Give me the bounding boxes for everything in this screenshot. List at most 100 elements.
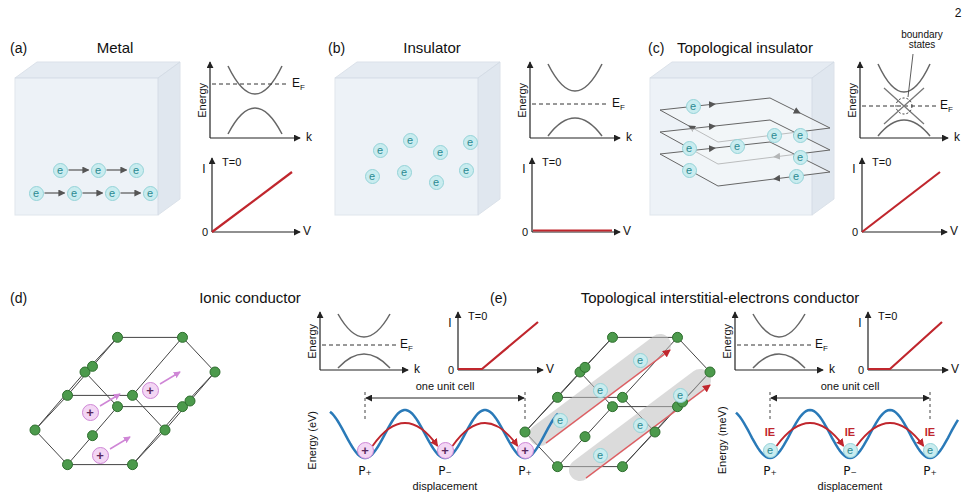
node-text: e [377, 145, 383, 156]
text-label: V [303, 225, 311, 239]
text-label: P₋ [843, 465, 857, 479]
ion-circle: + [357, 442, 374, 459]
interstitial-channel [540, 345, 660, 435]
text-label: E [940, 99, 948, 113]
electron-circle: e [553, 413, 568, 428]
cube-front [335, 78, 478, 215]
conduction-band [228, 66, 282, 94]
conduction-band [878, 64, 930, 92]
electron-circle: e [682, 141, 697, 156]
lattice-atom [128, 460, 138, 470]
lattice-edge [68, 337, 118, 395]
ion-circle: + [437, 442, 454, 459]
fermi-level [737, 345, 812, 346]
lattice-atom [185, 396, 195, 406]
text-label: Energy [721, 324, 734, 359]
electron-circle: e [673, 388, 688, 403]
electron-circle: e [67, 186, 82, 201]
electron-circle: e [403, 133, 418, 148]
edge-current [800, 113, 830, 128]
electron-circle: e [143, 186, 158, 201]
text-label: T=0 [542, 156, 561, 169]
text-label: 0 [522, 226, 528, 239]
valence-band [753, 354, 805, 368]
iv-curve [212, 172, 292, 232]
node-text: e [463, 165, 469, 176]
text-label: (e) [490, 290, 507, 306]
node-text: e [690, 101, 696, 112]
electron-circle: e [397, 165, 412, 180]
fermi-level [212, 84, 289, 85]
hop-arrow [777, 423, 844, 446]
electron-flow-arrow [586, 385, 710, 478]
text-label: Metal [97, 39, 134, 56]
electron-circle: e [730, 139, 745, 154]
electron-circle: e [767, 128, 782, 143]
text-label: 0 [858, 364, 864, 377]
electron-circle: e [459, 163, 474, 178]
lattice-atom [673, 332, 683, 342]
node-text: e [467, 137, 473, 148]
electron-circle: e [593, 383, 608, 398]
node-text: e [95, 165, 101, 176]
text-label: F [620, 103, 625, 112]
text-label: IE [925, 426, 935, 439]
text-label: Energy [846, 83, 859, 118]
node-text: e [686, 143, 692, 154]
edge-current [715, 98, 770, 104]
lattice-atom [705, 367, 715, 377]
text-label: T=0 [872, 156, 891, 169]
text-label: Energy (meV) [716, 406, 729, 474]
text-label: 0 [448, 364, 454, 377]
text-label: V [623, 225, 631, 239]
node-text: e [407, 135, 413, 146]
drift-arrow [69, 169, 89, 170]
cube-top [15, 62, 180, 78]
electron-circle: e [763, 443, 778, 458]
text-label: k [306, 131, 312, 145]
unit-cell-boundary [770, 392, 930, 420]
hop-arrow [373, 423, 438, 446]
lattice-atom [113, 332, 123, 342]
node-text: e [793, 171, 799, 182]
electron-circle: e [686, 99, 701, 114]
text-label: (a) [10, 40, 27, 56]
cube-front [15, 78, 158, 215]
node-text: e [33, 188, 39, 199]
node-text: e [71, 188, 77, 199]
text-label: one unit cell [821, 380, 880, 393]
node-text: e [133, 165, 139, 176]
node-text: + [361, 444, 369, 457]
text-label: I [202, 163, 205, 177]
boundary-state-lines [884, 88, 924, 124]
text-label: P₋ [438, 465, 452, 479]
text-label: 0 [202, 226, 208, 239]
text-label: displacement [413, 480, 478, 493]
electron-circle: e [91, 163, 106, 178]
unit-cell-arrow [366, 398, 524, 399]
cube-top [650, 62, 834, 78]
node-text: e [597, 450, 603, 461]
cube-top [335, 62, 500, 78]
text-label: E [400, 338, 408, 352]
axis-line [734, 312, 735, 370]
lattice-atom [608, 402, 618, 412]
node-text: + [521, 444, 529, 457]
node-text: + [441, 444, 449, 457]
drift-arrow [45, 192, 65, 193]
node-text: e [433, 177, 439, 188]
axis-line [735, 369, 823, 370]
edge-current [660, 126, 715, 132]
node-text: e [57, 165, 63, 176]
lattice-atom [88, 431, 98, 441]
ion-motion-arrow [100, 394, 120, 406]
fermi-level [862, 106, 937, 107]
unit-cell-arrow [771, 398, 929, 399]
text-label: Energy [196, 83, 209, 118]
text-label: T=0 [878, 310, 897, 323]
node-text: e [401, 167, 407, 178]
text-label: k [954, 131, 960, 145]
node-text: e [767, 445, 773, 456]
text-label: I [858, 317, 861, 331]
